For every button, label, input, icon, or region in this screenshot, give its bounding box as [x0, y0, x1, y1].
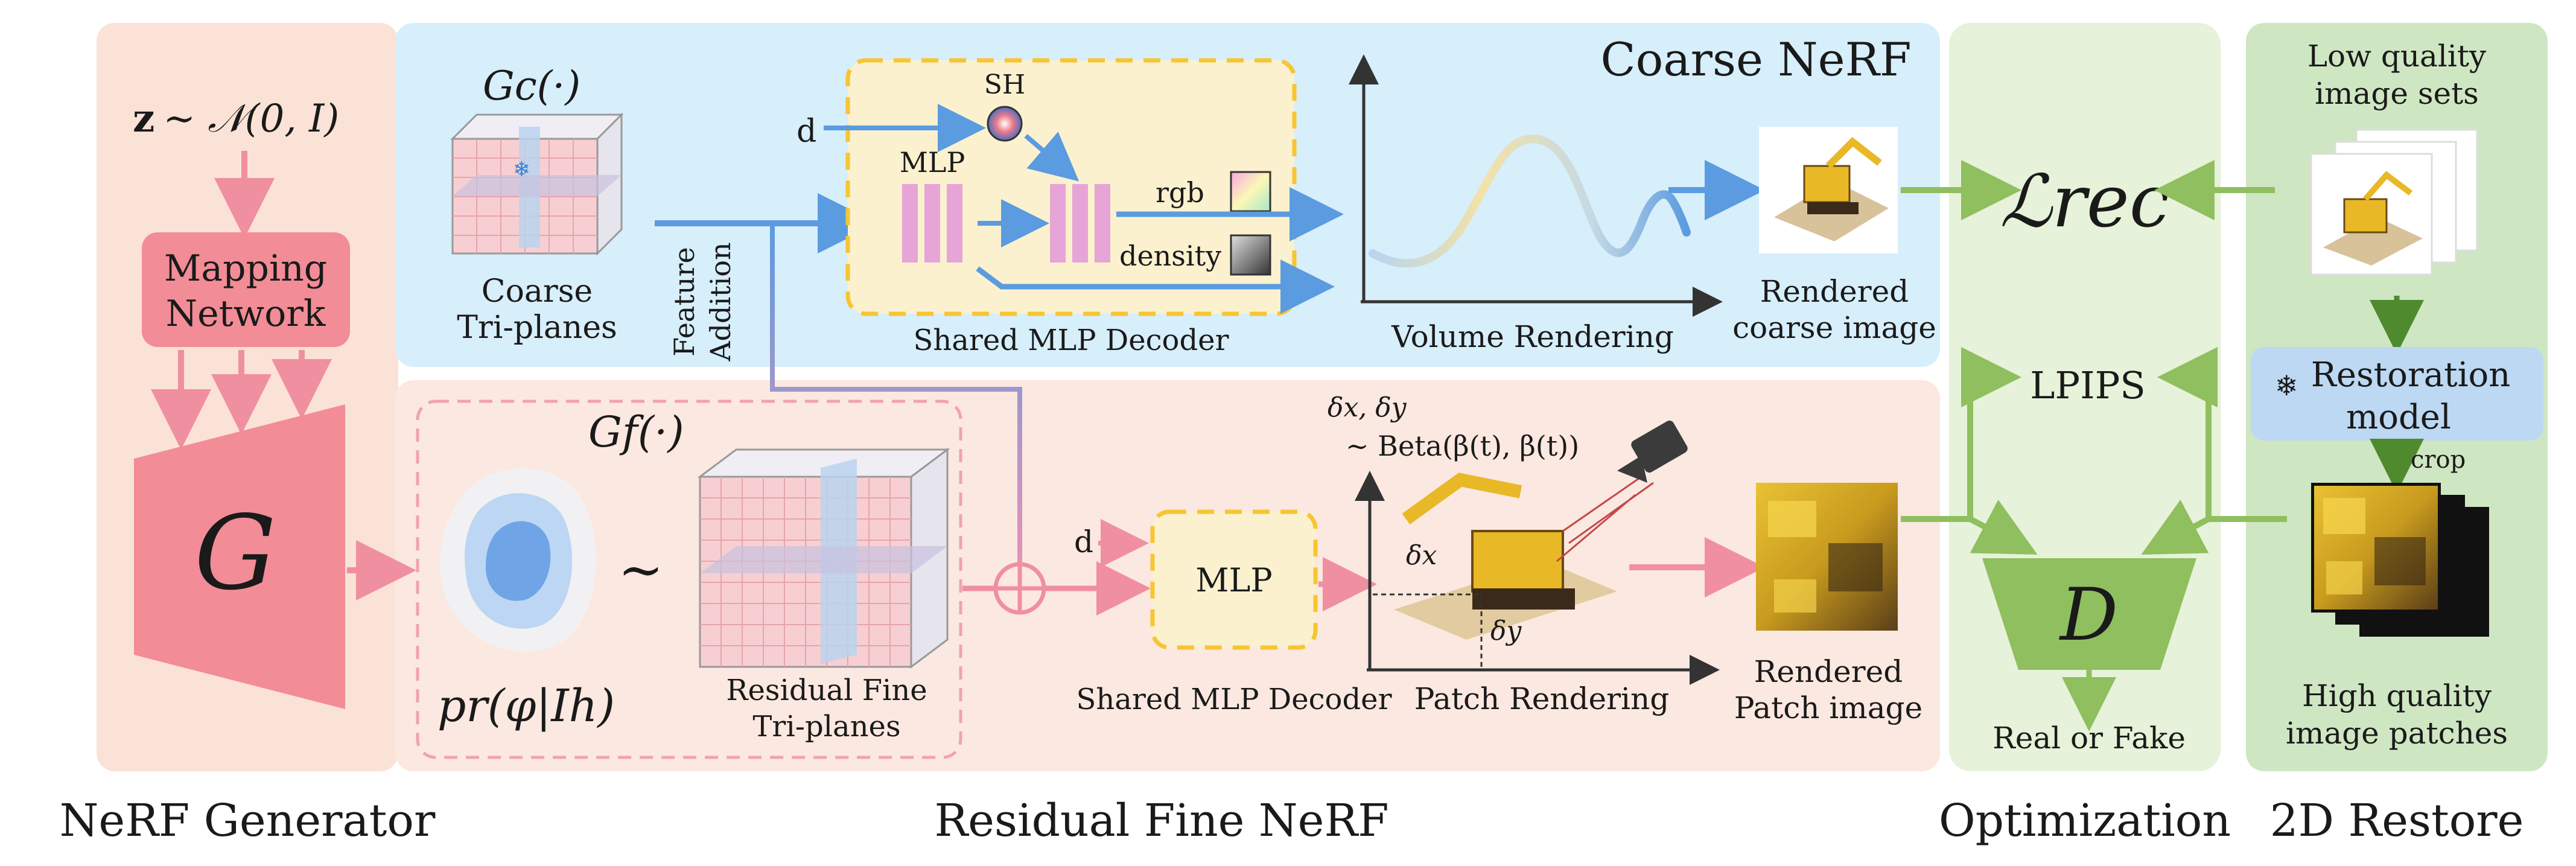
sh-label: SH [984, 69, 1026, 100]
fine-triplane-dashed-box [416, 400, 962, 759]
low-quality-image-stack [2310, 129, 2478, 276]
real-or-fake-label: Real or Fake [1992, 721, 2186, 756]
restoration-model-box [2251, 347, 2543, 441]
coarse-triplane-icon: ❄ [450, 112, 624, 256]
coarse-nerf-title: Coarse NeRF [1600, 33, 1911, 86]
mapping-network-line2: Network [166, 293, 326, 335]
low-quality-line1: Low quality [2307, 39, 2487, 74]
generator-section-title: NeRF Generator [60, 795, 436, 847]
generator-g-label: G [194, 494, 276, 613]
discriminator-block [1982, 558, 2196, 670]
coarse-decoder-label: Shared MLP Decoder [913, 323, 1229, 357]
coarse-rendered-line1: Rendered [1760, 274, 1909, 309]
fine-rendered-line2: Patch image [1734, 690, 1922, 725]
rgb-label: rgb [1156, 176, 1204, 209]
fine-rendered-patch-image [1756, 483, 1898, 631]
feature-addition-path [770, 223, 1022, 564]
coarse-triplane-line2: Tri-planes [457, 310, 617, 346]
feature-addition-line2: Addition [704, 242, 737, 361]
coarse-d-label: d [797, 113, 816, 150]
latent-label: z∼ 𝒩(0, I) [133, 96, 339, 141]
fine-section-title: Residual Fine NeRF [934, 795, 1388, 847]
delta-line1: δx, δy [1328, 392, 1407, 423]
coarse-mlp-label: MLP [900, 146, 965, 179]
fine-triplane-line1: Residual Fine [726, 673, 927, 707]
fine-to-lpips-arrow [1901, 347, 2021, 522]
volume-rendering-label: Volume Rendering [1391, 319, 1674, 354]
coarse-mlp-layers-2 [1050, 184, 1110, 263]
distribution-tilde: ∼ [618, 538, 663, 602]
restoration-line1: Restoration [2311, 355, 2511, 395]
delta-line2: ∼ Beta(β(t), β(t)) [1346, 430, 1579, 462]
fine-triplane-icon [697, 448, 950, 669]
fine-rendered-line1: Rendered [1754, 654, 1903, 689]
gf-label: Gf(·) [588, 407, 684, 457]
discriminator-label: D [2059, 573, 2118, 657]
delta-x-label: δx [1406, 540, 1437, 571]
generator-g-block [134, 404, 345, 709]
coarse-rendered-image [1759, 127, 1898, 253]
high-quality-line1: High quality [2302, 678, 2492, 713]
fine-to-d-arrow [1968, 500, 2038, 555]
patch-rendering-label: Patch Rendering [1414, 681, 1670, 716]
density-label: density [1119, 240, 1221, 272]
optimization-section-title: Optimization [1939, 795, 2231, 847]
coarse-mlp-layers-1 [902, 184, 962, 263]
lrec-label: ℒrec [2000, 160, 2170, 244]
low-quality-line2: image sets [2315, 76, 2479, 111]
volume-curve [1369, 134, 1691, 268]
coarse-rendered-line2: coarse image [1732, 310, 1936, 345]
rgb-swatch [1230, 171, 1271, 212]
density-out-arrow [976, 259, 1335, 314]
high-quality-to-lpips-arrow [2157, 347, 2287, 522]
crop-label: crop [2411, 446, 2466, 474]
restore-section-title: 2D Restore [2270, 795, 2524, 847]
high-quality-to-d-arrow [2141, 500, 2210, 555]
restoration-snowflake-icon: ❄ [2275, 369, 2298, 402]
fine-d-label: d [1074, 524, 1093, 559]
coarse-triplane-line1: Coarse [482, 273, 593, 310]
fine-mlp-box [1150, 509, 1318, 650]
gc-label: Gc(·) [483, 63, 580, 109]
feature-sum-plus [996, 564, 1044, 613]
fine-decoder-label: Shared MLP Decoder [1076, 683, 1391, 716]
density-swatch [1230, 234, 1271, 276]
fine-triplane-line2: Tri-planes [752, 710, 900, 743]
patch-scene-image [1394, 473, 1654, 640]
lpips-label: LPIPS [2030, 363, 2146, 407]
camera-icon [1617, 420, 1688, 483]
restoration-line2: model [2346, 398, 2451, 437]
sh-to-mlp-arrow [1024, 132, 1080, 182]
mapping-network-line1: Mapping [164, 247, 327, 290]
svg-text:❄: ❄ [513, 158, 530, 182]
sh-sphere-icon [987, 106, 1023, 142]
pr-label: pr(φ|Ih) [437, 680, 615, 732]
mapping-network-box [142, 232, 350, 347]
high-quality-patch-stack [2311, 483, 2489, 637]
delta-y-label: δy [1490, 616, 1522, 646]
high-quality-line2: image patches [2286, 716, 2508, 751]
feature-addition-line1: Feature [668, 247, 701, 356]
fine-mlp-label: MLP [1195, 561, 1273, 599]
residual-distribution-icon [440, 468, 596, 652]
